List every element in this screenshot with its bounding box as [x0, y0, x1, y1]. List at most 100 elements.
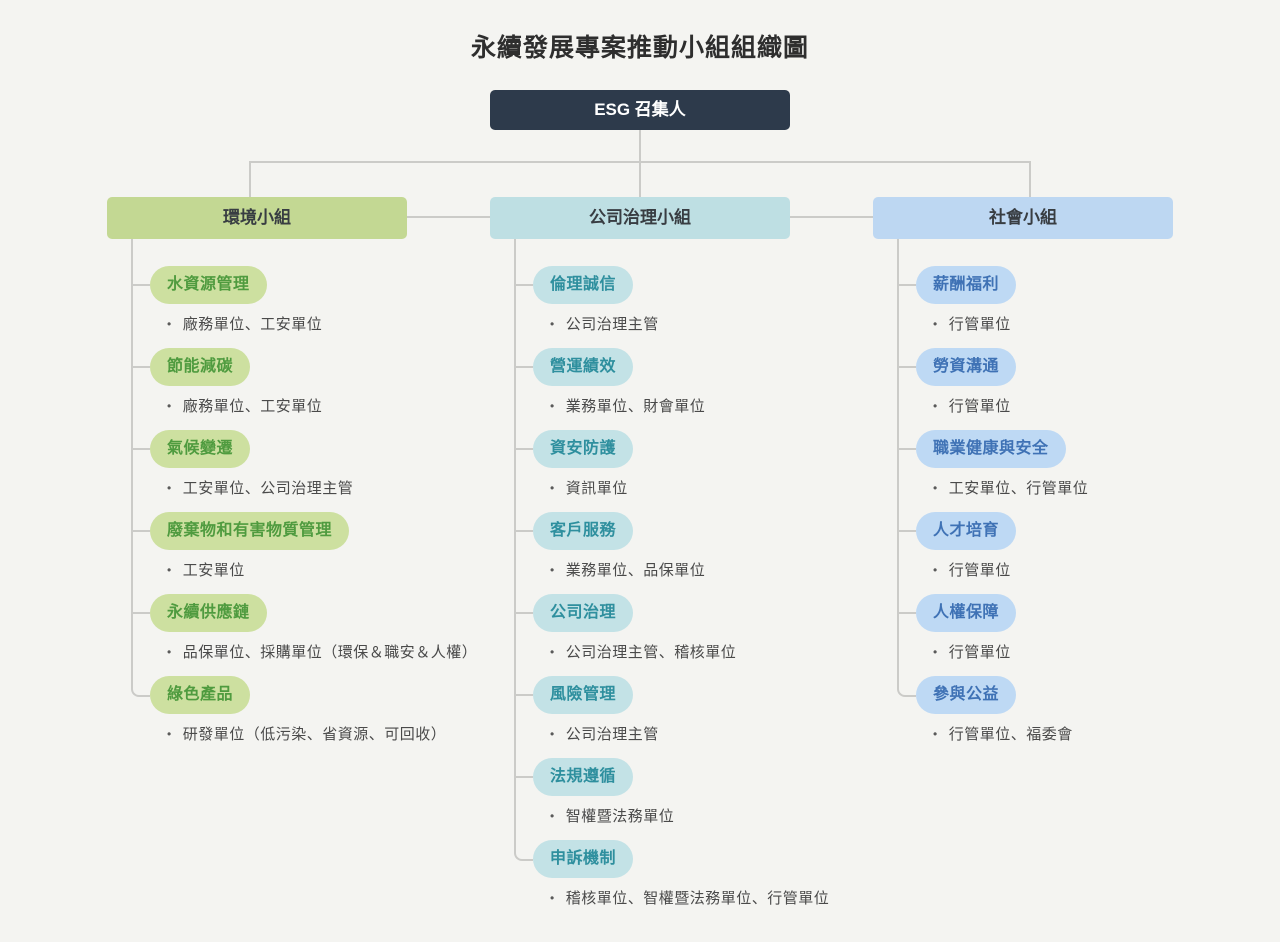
connector-stub-right [1029, 161, 1031, 198]
member-units: •公司治理主管 [550, 723, 659, 745]
org-item: 風險管理 •公司治理主管 [514, 676, 903, 758]
group-items-environment: 水資源管理 •廠務單位、工安單位 節能減碳 •廠務單位、工安單位 氣候變遷 •工… [131, 266, 520, 758]
topic-pill: 節能減碳 [150, 348, 251, 386]
member-units-text: 工安單位、行管單位 [948, 480, 1089, 497]
bullet-icon: • [550, 809, 555, 823]
group-items-governance: 倫理誠信 •公司治理主管 營運績效 •業務單位、財會單位 資安防護 •資訊單位 … [514, 266, 903, 922]
connector-stub-left [249, 161, 251, 198]
member-units: • 行管單位 [933, 559, 1011, 581]
topic-pill: 水資源管理 [150, 266, 267, 304]
member-units-text: 公司治理主管 [565, 726, 659, 743]
member-units-text: 資訊單位 [565, 480, 628, 497]
group-header-social: 社會小組 [873, 197, 1173, 239]
bullet-icon: • [167, 399, 172, 413]
member-units-text: 公司治理主管 [565, 316, 659, 333]
member-units-text: 智權暨法務單位 [565, 808, 675, 825]
topic-pill: 廢棄物和有害物質管理 [150, 512, 350, 550]
org-item: 公司治理 • 公司治理主管、稽核單位 [514, 594, 903, 676]
member-units: • 業務單位、財會單位 [550, 395, 705, 417]
group-spine [131, 239, 133, 684]
bullet-icon: • [933, 727, 938, 741]
member-units-text: 行管單位 [948, 562, 1011, 579]
member-units-text: 行管單位 [948, 316, 1011, 333]
topic-pill: 公司治理 [533, 594, 634, 632]
bullet-icon: • [933, 317, 938, 331]
org-item: 申訴機制 •稽核單位、智權暨法務單位、行管單位 [514, 840, 903, 922]
topic-pill: 永續供應鏈 [150, 594, 267, 632]
member-units: • 廠務單位、工安單位 [167, 395, 322, 417]
member-units-text: 公司治理主管、稽核單位 [565, 644, 737, 661]
bullet-icon: • [550, 317, 555, 331]
member-units-text: 廠務單位、工安單位 [182, 316, 323, 333]
topic-pill: 職業健康與安全 [916, 430, 1066, 468]
org-item: 永續供應鏈 •品保單位、採購單位（環保＆職安＆人權） [131, 594, 520, 676]
member-units: • 行管單位、福委會 [933, 723, 1073, 745]
org-item: 綠色產品 •研發單位（低污染、省資源、可回收） [131, 676, 520, 758]
page-title: 永續發展專案推動小組組織圖 [470, 34, 809, 62]
member-units-text: 行管單位、福委會 [948, 726, 1073, 743]
group-header-environment: 環境小組 [107, 197, 407, 239]
topic-pill: 人權保障 [916, 594, 1017, 632]
member-units-text: 工安單位、公司治理主管 [182, 480, 354, 497]
org-item: 人才培育 • 行管單位 [897, 512, 1280, 594]
member-units: •行管單位 [933, 641, 1011, 663]
topic-pill: 勞資溝通 [916, 348, 1017, 386]
connector-between-groups-left [407, 216, 490, 218]
esg-convener-box: ESG 召集人 [490, 90, 790, 130]
bullet-icon: • [933, 563, 938, 577]
org-item: 薪酬福利 • 行管單位 [897, 266, 1280, 348]
topic-pill: 參與公益 [916, 676, 1017, 714]
group-spine [514, 239, 516, 848]
connector-between-groups-right [790, 216, 873, 218]
org-item: 氣候變遷 •工安單位、公司治理主管 [131, 430, 520, 512]
member-units: • 行管單位 [933, 313, 1011, 335]
org-item: 廢棄物和有害物質管理 • 工安單位 [131, 512, 520, 594]
topic-pill: 營運績效 [533, 348, 634, 386]
topic-pill: 申訴機制 [533, 840, 634, 878]
topic-pill: 倫理誠信 [533, 266, 634, 304]
org-item: 人權保障 •行管單位 [897, 594, 1280, 676]
member-units-text: 行管單位 [948, 398, 1011, 415]
bullet-icon: • [550, 645, 555, 659]
bullet-icon: • [167, 727, 172, 741]
member-units: •業務單位、品保單位 [550, 559, 705, 581]
org-item: 節能減碳 • 廠務單位、工安單位 [131, 348, 520, 430]
member-units: •研發單位（低污染、省資源、可回收） [167, 723, 446, 745]
connector-top-horizontal [249, 161, 1031, 163]
topic-pill: 法規遵循 [533, 758, 634, 796]
member-units: • 公司治理主管、稽核單位 [550, 641, 736, 663]
org-item: 參與公益 • 行管單位、福委會 [897, 676, 1280, 758]
member-units: • 智權暨法務單位 [550, 805, 674, 827]
bullet-icon: • [550, 399, 555, 413]
bullet-icon: • [167, 317, 172, 331]
bullet-icon: • [550, 563, 555, 577]
bullet-icon: • [550, 891, 555, 905]
org-item: 客戶服務 •業務單位、品保單位 [514, 512, 903, 594]
member-units: • 工安單位 [167, 559, 245, 581]
topic-pill: 風險管理 [533, 676, 634, 714]
topic-pill: 客戶服務 [533, 512, 634, 550]
member-units-text: 業務單位、財會單位 [565, 398, 706, 415]
bullet-icon: • [167, 563, 172, 577]
member-units: •工安單位、公司治理主管 [167, 477, 353, 499]
bullet-icon: • [167, 645, 172, 659]
org-item: 職業健康與安全 • 工安單位、行管單位 [897, 430, 1280, 512]
bullet-icon: • [933, 399, 938, 413]
topic-pill: 人才培育 [916, 512, 1017, 550]
topic-pill: 氣候變遷 [150, 430, 251, 468]
member-units-text: 行管單位 [948, 644, 1011, 661]
bullet-icon: • [933, 481, 938, 495]
member-units: • 工安單位、行管單位 [933, 477, 1088, 499]
connector-root-vertical [639, 130, 641, 198]
topic-pill: 薪酬福利 [916, 266, 1017, 304]
member-units-text: 廠務單位、工安單位 [182, 398, 323, 415]
org-item: 資安防護 •資訊單位 [514, 430, 903, 512]
member-units-text: 工安單位 [182, 562, 245, 579]
org-item: 倫理誠信 • 公司治理主管 [514, 266, 903, 348]
member-units: •資訊單位 [550, 477, 628, 499]
group-header-governance: 公司治理小組 [490, 197, 790, 239]
topic-pill: 綠色產品 [150, 676, 251, 714]
member-units: • 行管單位 [933, 395, 1011, 417]
member-units: •品保單位、採購單位（環保＆職安＆人權） [167, 641, 477, 663]
